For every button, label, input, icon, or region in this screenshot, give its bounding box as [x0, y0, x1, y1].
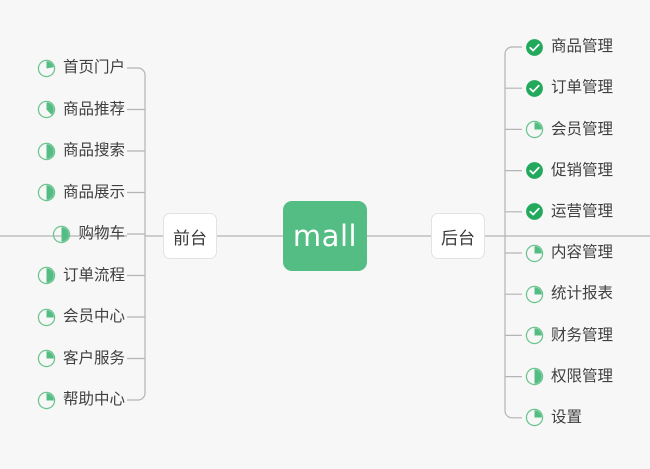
- pie-progress-icon: [37, 391, 56, 409]
- pie-progress-icon: [37, 266, 56, 285]
- branch-node-frontend-label: 前台: [173, 228, 207, 249]
- leaf-node-label: 设置: [551, 408, 583, 427]
- leaf-node-label: 统计报表: [551, 284, 614, 303]
- pie-progress-icon: [525, 244, 544, 262]
- leaf-node-backend[interactable]: 财务管理: [525, 323, 613, 347]
- leaf-node-frontend[interactable]: 订单流程: [37, 264, 125, 288]
- leaf-node-frontend[interactable]: 商品推荐: [37, 98, 125, 122]
- root-node-label: mall: [292, 219, 358, 253]
- pie-progress-icon: [525, 409, 544, 427]
- connector-path: [504, 46, 522, 419]
- branch-node-backend-label: 后台: [441, 228, 475, 249]
- leaf-node-label: 订单流程: [62, 265, 125, 284]
- leaf-node-backend[interactable]: 商品管理: [525, 35, 613, 59]
- check-circle-icon: [526, 79, 543, 97]
- leaf-node-label: 购物车: [78, 224, 125, 243]
- leaf-node-backend[interactable]: 统计报表: [525, 282, 613, 306]
- leaf-node-backend[interactable]: 设置: [525, 406, 582, 430]
- leaf-node-label: 商品展示: [62, 182, 125, 201]
- check-circle-icon: [526, 38, 543, 56]
- leaf-node-label: 运营管理: [551, 202, 614, 221]
- leaf-node-label: 财务管理: [551, 325, 614, 344]
- branch-node-backend[interactable]: 后台: [431, 213, 485, 259]
- pie-progress-icon: [525, 285, 544, 303]
- pie-progress-icon: [37, 100, 56, 119]
- leaf-node-label: 帮助中心: [62, 390, 125, 409]
- connector-path: [127, 67, 146, 401]
- leaf-node-backend[interactable]: 运营管理: [525, 200, 613, 224]
- pie-progress-icon: [37, 59, 56, 77]
- leaf-node-label: 商品管理: [551, 37, 614, 56]
- check-circle-icon: [526, 203, 543, 221]
- pie-progress-icon: [53, 225, 71, 243]
- leaf-node-backend[interactable]: 订单管理: [525, 76, 613, 100]
- leaf-node-label: 会员管理: [551, 119, 614, 138]
- check-circle-icon: [526, 162, 543, 179]
- leaf-node-frontend[interactable]: 会员中心: [37, 305, 125, 329]
- leaf-node-label: 会员中心: [62, 307, 125, 326]
- leaf-node-frontend[interactable]: 帮助中心: [37, 388, 125, 412]
- pie-progress-icon: [525, 120, 544, 139]
- root-node-mall[interactable]: mall: [283, 201, 367, 271]
- pie-progress-icon: [525, 367, 544, 386]
- leaf-node-label: 促销管理: [551, 160, 614, 179]
- leaf-node-frontend[interactable]: 商品搜索: [37, 139, 125, 163]
- pie-progress-icon: [525, 326, 544, 345]
- leaf-node-frontend[interactable]: 购物车: [52, 222, 125, 246]
- pie-progress-icon: [37, 308, 56, 326]
- pie-progress-icon: [37, 349, 56, 368]
- leaf-node-backend[interactable]: 权限管理: [525, 365, 613, 389]
- leaf-node-backend[interactable]: 内容管理: [525, 241, 613, 265]
- leaf-node-label: 商品搜索: [62, 141, 125, 160]
- branch-node-frontend[interactable]: 前台: [163, 213, 217, 259]
- pie-progress-icon: [37, 183, 56, 202]
- leaf-node-label: 权限管理: [551, 366, 614, 385]
- leaf-node-backend[interactable]: 促销管理: [525, 159, 613, 183]
- leaf-node-label: 订单管理: [551, 78, 614, 97]
- leaf-node-frontend[interactable]: 首页门户: [37, 56, 125, 80]
- pie-progress-icon: [37, 142, 56, 160]
- leaf-node-label: 客户服务: [62, 348, 125, 367]
- leaf-node-label: 首页门户: [62, 58, 125, 77]
- leaf-node-backend[interactable]: 会员管理: [525, 117, 613, 141]
- leaf-node-label: 内容管理: [551, 243, 614, 262]
- leaf-node-frontend[interactable]: 商品展示: [37, 181, 125, 205]
- leaf-node-frontend[interactable]: 客户服务: [37, 347, 125, 371]
- leaf-node-label: 商品推荐: [62, 99, 125, 118]
